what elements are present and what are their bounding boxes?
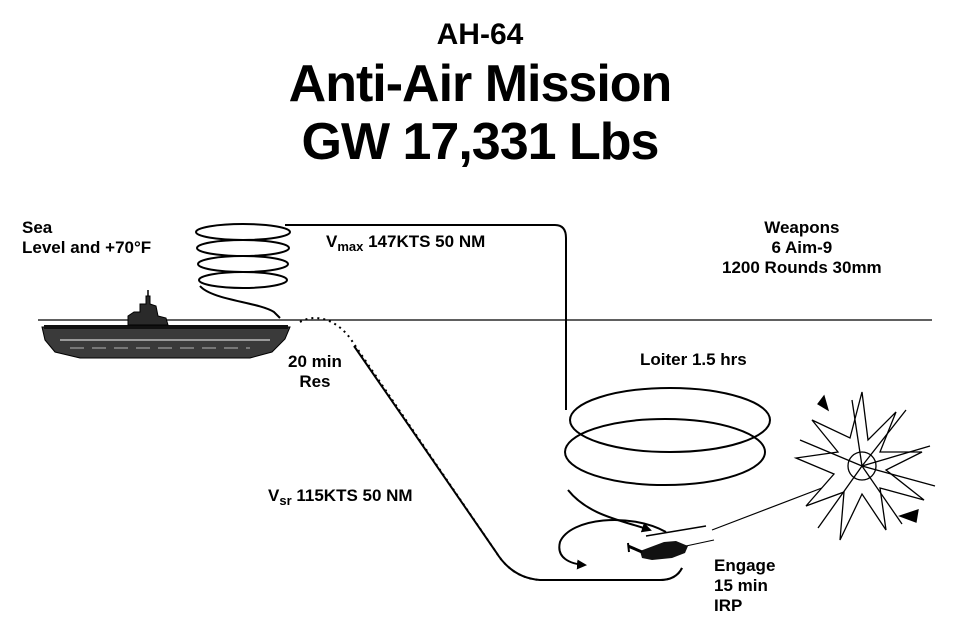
reserve-line-2: Res	[299, 372, 331, 391]
weapons-item-missiles: 6 Aim-9	[771, 238, 833, 257]
outbound-path	[285, 224, 567, 410]
engage-line-2: 15 min	[714, 576, 768, 595]
engage-label: Engage 15 min IRP	[714, 556, 775, 616]
return-speed-text: 115KTS 50 NM	[291, 486, 413, 505]
weapons-item-rounds: 1200 Rounds 30mm	[722, 258, 882, 277]
engage-line-3: IRP	[714, 596, 743, 615]
conditions-line-1: Sea	[22, 218, 53, 237]
return-speed-label: Vsr 115KTS 50 NM	[268, 486, 413, 511]
outbound-speed-subscript: max	[337, 239, 364, 254]
helicopter-icon	[627, 525, 715, 560]
outbound-speed-label: Vmax 147KTS 50 NM	[326, 232, 485, 257]
conditions-label: Sea Level and +70°F	[22, 218, 151, 258]
mission-title: Anti-Air Mission	[288, 55, 673, 113]
loiter-label: Loiter 1.5 hrs	[640, 350, 747, 369]
reserve-label: 20 min Res	[288, 352, 342, 392]
aircraft-title: AH-64	[436, 18, 524, 51]
return-speed-subscript: sr	[279, 493, 292, 508]
engage-line-1: Engage	[714, 556, 776, 575]
aircraft-carrier-icon	[41, 290, 291, 359]
outbound-speed-symbol: V	[326, 232, 338, 251]
gross-weight-title: GW 17,331 Lbs	[301, 113, 660, 171]
climb-spiral	[195, 223, 291, 319]
return-speed-symbol: V	[268, 486, 280, 505]
weapons-header: Weapons	[764, 218, 840, 237]
conditions-line-2: Level and +70°F	[22, 238, 152, 257]
outbound-speed-text: 147KTS 50 NM	[363, 232, 486, 251]
loiter-spiral	[564, 387, 771, 533]
reserve-dotted-path	[299, 317, 683, 581]
explosion-icon	[793, 391, 936, 541]
engagement-circle	[558, 518, 667, 570]
reserve-line-1: 20 min	[288, 352, 342, 371]
return-path	[353, 345, 683, 581]
weapons-label: Weapons 6 Aim-9 1200 Rounds 30mm	[722, 218, 882, 278]
